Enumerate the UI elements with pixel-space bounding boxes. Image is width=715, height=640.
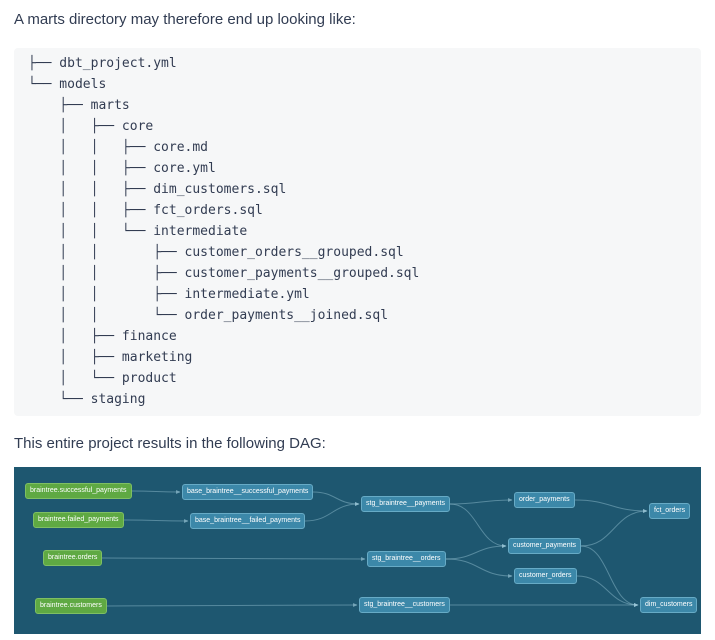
dag-node-braintree_successful_payments: braintree.successful_payments: [25, 482, 132, 499]
dag-node-base_braintree__successful_payments: base_braintree__successful_payments: [182, 483, 314, 500]
dag-edges: [101, 489, 648, 607]
dag-edge-customer_orders-to-dim_customers: [576, 575, 639, 607]
dag-node-customer_payments: customer_payments: [508, 537, 582, 554]
dag-node-stg_braintree__payments: stg_braintree__payments: [361, 495, 450, 512]
dag-node-braintree_orders: braintree.orders: [43, 549, 103, 566]
dag-node-base_braintree__failed_payments: base_braintree__failed_payments: [190, 512, 306, 529]
dag-edge-stg_braintree__orders-to-customer_payments: [445, 543, 507, 559]
directory-tree-code-block: ├── dbt_project.yml └── models ├── marts…: [14, 47, 701, 416]
dag-edge-base_braintree__successful_payments-to-stg_braintree__payments: [312, 491, 360, 506]
dag-edge-braintree_successful_payments-to-base_braintree__successful_payments: [131, 489, 181, 494]
dag-node-fct_orders: fct_orders: [649, 502, 691, 519]
dag-edge-customer_payments-to-dim_customers: [580, 545, 639, 607]
dag-node-order_payments: order_payments: [514, 491, 575, 508]
intro-text-dag: This entire project results in the follo…: [14, 434, 326, 452]
dag-edge-braintree_failed_payments-to-base_braintree__failed_payments: [123, 518, 189, 523]
intro-text-tree: A marts directory may therefore end up l…: [14, 11, 356, 28]
dag-node-stg_braintree__orders: stg_braintree__orders: [367, 550, 446, 567]
dag-node-braintree_customers: braintree.customers: [35, 597, 107, 614]
dag-node-stg_braintree__customers: stg_braintree__customers: [359, 596, 450, 613]
dag-node-customer_orders: customer_orders: [514, 567, 577, 584]
dag-edge-braintree_customers-to-stg_braintree__customers: [106, 602, 358, 607]
dag-node-braintree_failed_payments: braintree.failed_payments: [33, 511, 124, 528]
dag-edge-customer_payments-to-fct_orders: [580, 508, 648, 546]
dag-edge-stg_braintree__payments-to-customer_payments: [449, 503, 507, 548]
dag-image: braintree.successful_payments braintree.f…: [14, 466, 701, 634]
dag-edge-braintree_orders-to-stg_braintree__orders: [101, 556, 366, 561]
dag-edge-order_payments-to-fct_orders: [574, 499, 648, 513]
dag-node-dim_customers: dim_customers: [640, 596, 698, 613]
dag-edge-stg_braintree__payments-to-order_payments: [449, 497, 513, 504]
dag-edge-stg_braintree__orders-to-customer_orders: [445, 558, 513, 578]
dag-edge-base_braintree__failed_payments-to-stg_braintree__payments: [304, 501, 360, 521]
